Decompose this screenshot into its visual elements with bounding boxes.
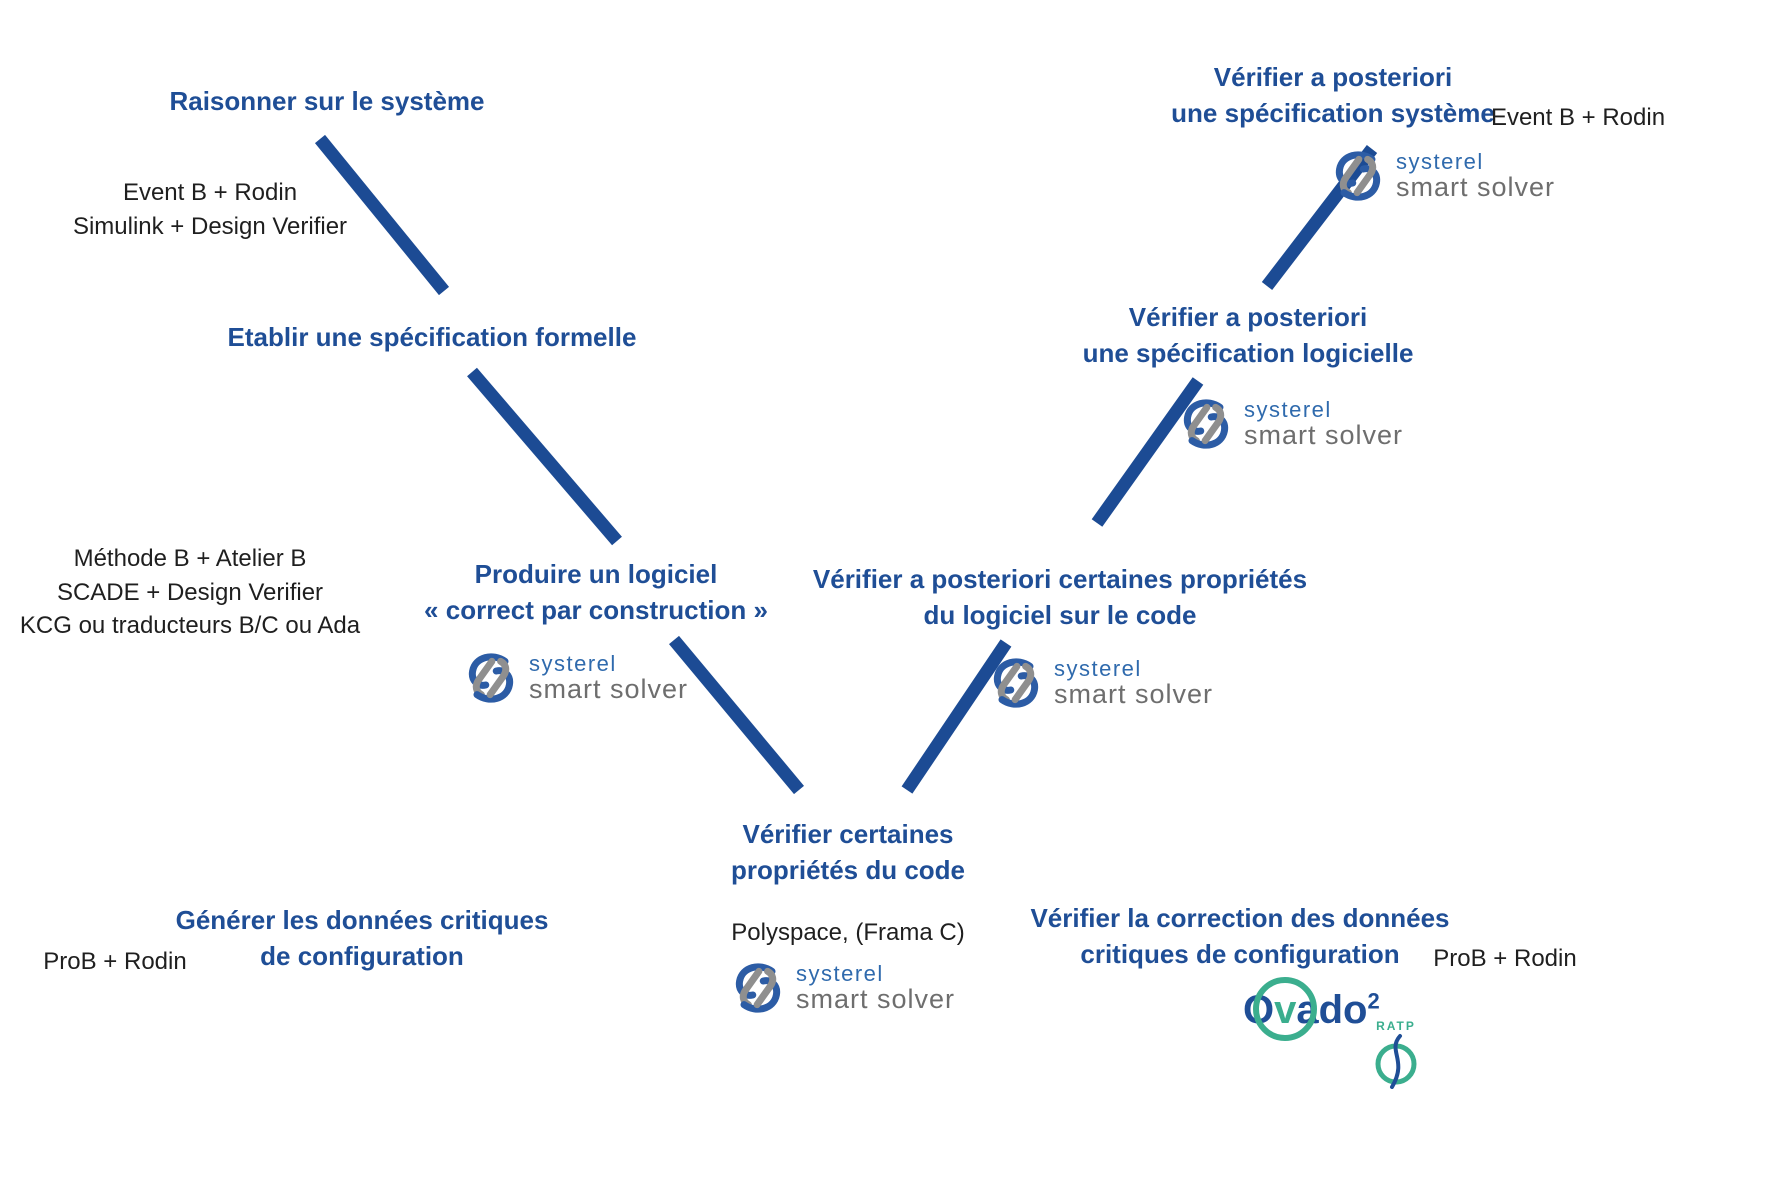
step-verifier-props-code: Vérifier a posteriori certaines propriét… <box>800 562 1320 634</box>
step-spec-logicielle-line2: une spécification logicielle <box>1082 337 1414 368</box>
step-verifier-spec-logicielle: Vérifier a posteriori une spécification … <box>1028 300 1468 372</box>
step-verifier-code: Vérifier certaines propriétés du code <box>648 817 1048 889</box>
v-line-descending-3 <box>669 635 804 795</box>
step-raisonner-label: Raisonner sur le système <box>169 86 485 116</box>
tool-simulink-design-verifier: Simulink + Design Verifier <box>72 212 348 240</box>
step-verifier-donnees-line2: critiques de configuration <box>1080 938 1400 969</box>
systerel-wordmark-block: systerel smart solver <box>1244 398 1403 451</box>
v-line-descending-1 <box>314 134 450 296</box>
tools-system-left: Event B + Rodin Simulink + Design Verifi… <box>30 176 390 243</box>
smart-solver-wordmark: smart solver <box>1396 171 1556 202</box>
systerel-icon <box>993 658 1039 708</box>
step-verifier-props-line1: Vérifier a posteriori certaines propriét… <box>812 564 1308 594</box>
step-produire-line1: Produire un logiciel <box>474 559 718 589</box>
systerel-logo-props: systerel smart solver <box>988 655 1213 711</box>
v-line-ascending-2 <box>1091 377 1204 527</box>
tool-prob-rodin-right: ProB + Rodin <box>1433 945 1577 972</box>
ratp-icon <box>1375 1034 1417 1089</box>
v-line-descending-2 <box>467 367 622 546</box>
step-produire: Produire un logiciel « correct par const… <box>396 557 796 629</box>
step-generer-line1: Générer les données critiques <box>175 905 549 935</box>
step-generer-line2: de configuration <box>260 940 464 971</box>
systerel-wordmark-block: systerel smart solver <box>1396 150 1555 203</box>
step-verifier-donnees: Vérifier la correction des données criti… <box>1020 901 1460 973</box>
systerel-icon <box>735 963 781 1013</box>
tools-system-right: Event B + Rodin <box>1478 101 1678 135</box>
smart-solver-wordmark: smart solver <box>1054 678 1214 709</box>
tool-event-b-rodin-right: Event B + Rodin <box>1490 104 1666 131</box>
tools-data-left: ProB + Rodin <box>30 945 200 979</box>
step-spec-systeme-line2: une spécification système <box>1171 97 1495 128</box>
systerel-wordmark: systerel <box>1396 148 1484 174</box>
systerel-wordmark: systerel <box>1244 396 1332 422</box>
step-etablir-label: Etablir une spécification formelle <box>227 322 637 352</box>
v-line-ascending-1 <box>901 639 1012 794</box>
systerel-wordmark-block: systerel smart solver <box>529 652 688 705</box>
systerel-logo-produire: systerel smart solver <box>463 650 688 706</box>
tools-data-right: ProB + Rodin <box>1415 942 1595 976</box>
step-verifier-donnees-line1: Vérifier la correction des données <box>1030 903 1450 933</box>
systerel-wordmark: systerel <box>796 960 884 986</box>
systerel-icon <box>1183 399 1229 449</box>
tools-formal-left: Méthode B + Atelier B SCADE + Design Ver… <box>0 542 380 643</box>
tool-event-b-rodin-left: Event B + Rodin <box>122 179 298 206</box>
step-raisonner: Raisonner sur le système <box>107 84 547 120</box>
tool-kcg-traducteurs: KCG ou traducteurs B/C ou Ada <box>19 612 361 640</box>
ovado-logo: Ovado2 <box>1243 988 1463 1033</box>
systerel-wordmark: systerel <box>1054 655 1142 681</box>
ovado-check-icon: v <box>1274 988 1297 1032</box>
step-verifier-props-line2: du logiciel sur le code <box>923 599 1197 630</box>
ovado-ratp-logo-block: Ovado2 RATP <box>1243 988 1463 1098</box>
systerel-wordmark-block: systerel smart solver <box>796 962 955 1015</box>
step-verifier-code-line1: Vérifier certaines <box>742 819 954 849</box>
systerel-wordmark: systerel <box>529 650 617 676</box>
step-spec-systeme-line1: Vérifier a posteriori <box>1213 62 1453 92</box>
step-produire-line2: « correct par construction » <box>424 594 768 625</box>
ratp-wordmark: RATP <box>1376 1019 1416 1033</box>
tool-prob-rodin-left: ProB + Rodin <box>43 948 187 975</box>
step-generer-donnees: Générer les données critiques de configu… <box>162 903 562 975</box>
systerel-icon <box>1335 151 1381 201</box>
step-verifier-spec-systeme: Vérifier a posteriori une spécification … <box>1113 60 1553 132</box>
systerel-logo-systeme: systerel smart solver <box>1330 148 1555 204</box>
systerel-logo-logicielle: systerel smart solver <box>1178 396 1403 452</box>
step-spec-logicielle-line1: Vérifier a posteriori <box>1128 302 1368 332</box>
step-etablir: Etablir une spécification formelle <box>202 320 662 356</box>
tool-methode-b-atelier-b: Méthode B + Atelier B <box>73 545 307 572</box>
v-line-ascending-3 <box>1261 145 1378 290</box>
ovado-check-ring: v <box>1274 988 1296 1033</box>
smart-solver-wordmark: smart solver <box>796 983 956 1014</box>
smart-solver-wordmark: smart solver <box>529 673 689 704</box>
step-verifier-code-line2: propriétés du code <box>730 854 966 885</box>
systerel-icon <box>468 653 514 703</box>
ratp-logo: RATP <box>1361 1020 1431 1094</box>
tools-code-center: Polyspace, (Frama C) <box>648 916 1048 950</box>
systerel-wordmark-block: systerel smart solver <box>1054 657 1213 710</box>
systerel-logo-code: systerel smart solver <box>730 960 955 1016</box>
tool-polyspace-frama-c: Polyspace, (Frama C) <box>731 919 965 946</box>
smart-solver-wordmark: smart solver <box>1244 419 1404 450</box>
ovado-superscript: 2 <box>1367 988 1380 1014</box>
tool-scade-design-verifier: SCADE + Design Verifier <box>56 578 324 606</box>
